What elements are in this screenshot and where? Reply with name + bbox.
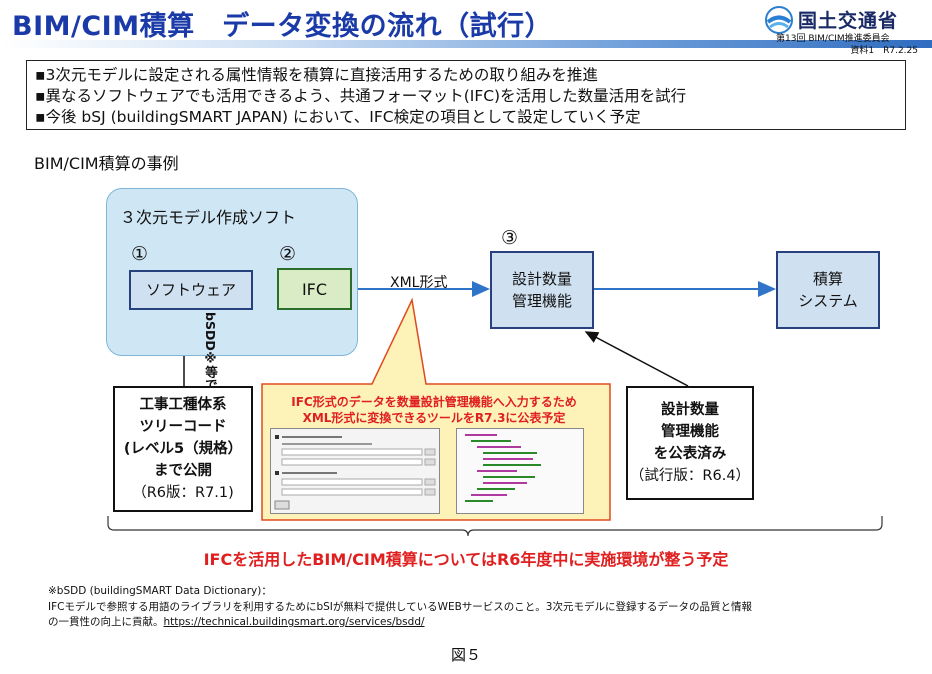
tool-screenshot-form	[270, 428, 440, 514]
modeling-software-label: ３次元モデル作成ソフト	[120, 208, 297, 227]
figure-label: 図５	[450, 646, 481, 664]
node-line: 管理機能	[661, 424, 719, 440]
meeting-label: 第13回 BIM/CIM推進委員会	[776, 34, 890, 44]
node-line: 管理機能	[511, 292, 572, 310]
node-line: システム	[798, 292, 858, 310]
estimate-system-node: 積算 システム	[776, 251, 880, 329]
node-line: まで公開	[154, 463, 212, 479]
tool-screenshot-xml	[456, 428, 584, 514]
page-title: BIM/CIM積算 データ変換の流れ（試行）	[12, 11, 553, 42]
form-mock-icon	[274, 435, 436, 510]
calc-management-node: 設計数量 管理機能	[490, 251, 594, 329]
node-line: を公表済み	[653, 446, 727, 462]
node-version: （R6版：R7.1)	[132, 485, 234, 501]
public-calc-node: 設計数量 管理機能 を公表済み （試行版：R6.4）	[626, 386, 754, 500]
ifc-node: IFC	[277, 268, 352, 310]
xml-format-label: XML形式	[390, 275, 448, 291]
summary-bullets: ▪3次元モデルに設定される属性情報を積算に直接活用するための取り組みを推進 ▪異…	[26, 60, 906, 130]
node-line: 工事工種体系	[139, 397, 227, 413]
footnote-title: ※bSDD (buildingSMART Data Dictionary)：	[48, 585, 272, 597]
bullet-item: ▪今後 bSJ (buildingSMART JAPAN) において、IFC検定…	[35, 108, 641, 126]
software-node: ソフトウェア	[129, 270, 253, 310]
document-reference: 資料1 R7.2.25	[850, 46, 918, 56]
callout-line: IFC形式のデータを数量設計管理機能へ入力するため	[291, 395, 577, 409]
arrow-public-to-calc	[584, 331, 689, 387]
tree-code-node: 工事工種体系 ツリーコード (レベル5（規格） まで公開 （R6版：R7.1)	[113, 386, 253, 512]
node-line: ツリーコード	[139, 419, 227, 435]
step-number-2: ②	[279, 243, 297, 265]
grouping-brace	[107, 516, 883, 537]
step-number-1: ①	[131, 243, 149, 265]
footnote-text: の一貫性の向上に貢献。	[48, 616, 164, 628]
brace-caption: IFCを活用したBIM/CIM積算についてはR6年度中に実施環境が整う予定	[203, 550, 729, 569]
node-line: 設計数量	[661, 402, 719, 418]
node-line: (レベル5（規格）	[123, 441, 243, 457]
footnote-line: IFCモデルで参照する用語のライブラリを利用するためにbSIが無料で提供している…	[48, 601, 752, 613]
ministry-logo-icon	[765, 6, 793, 34]
case-heading: BIM/CIM積算の事例	[34, 154, 179, 173]
header-gradient-bar	[0, 40, 932, 48]
bsdd-link[interactable]: https://technical.buildingsmart.org/serv…	[163, 616, 425, 628]
bullet-item: ▪異なるソフトウェアでも活用できるよう、共通フォーマット(IFC)を活用した数量…	[35, 87, 687, 105]
bullet-item: ▪3次元モデルに設定される属性情報を積算に直接活用するための取り組みを推進	[35, 66, 598, 84]
node-line: 積算	[812, 270, 843, 288]
callout-text: IFC形式のデータを数量設計管理機能へ入力するため XML形式に変換できるツール…	[266, 394, 602, 426]
node-version: （試行版：R6.4）	[629, 468, 751, 484]
callout-line: XML形式に変換できるツールをR7.3に公表予定	[302, 411, 566, 425]
ministry-name: 国土交通省	[798, 10, 899, 32]
xml-mock-icon	[465, 434, 541, 502]
node-line: 設計数量	[511, 270, 572, 288]
footnote-line: の一貫性の向上に貢献。https://technical.buildingsma…	[48, 614, 425, 629]
step-number-3: ③	[501, 227, 519, 249]
